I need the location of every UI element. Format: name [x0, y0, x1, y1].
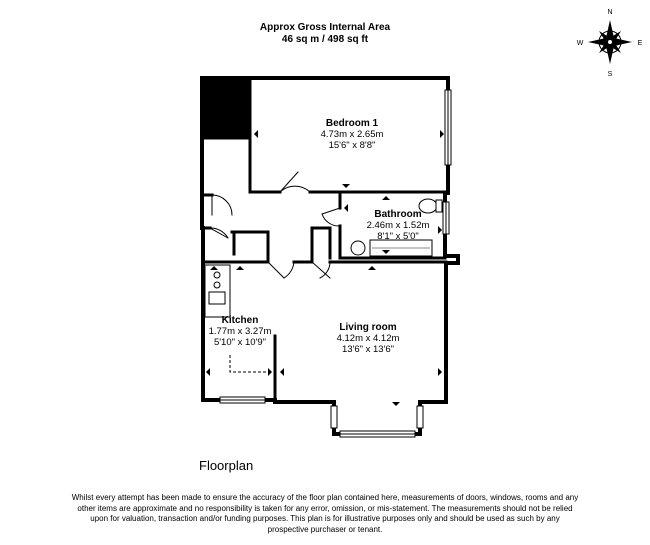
kitchen-name: Kitchen	[221, 315, 259, 326]
floorplan-caption: Floorplan	[199, 458, 254, 473]
living-name: Living room	[339, 322, 397, 333]
bedroom-metric: 4.73m x 2.65m	[320, 129, 384, 140]
bathroom-metric: 2.46m x 1.52m	[366, 220, 430, 231]
compass-icon: N S E W	[577, 9, 643, 78]
compass-n: N	[607, 9, 612, 16]
cupboard-wall	[200, 136, 252, 194]
window-bay-right	[416, 405, 424, 429]
door-swing-kitchen	[267, 261, 295, 279]
bathroom-imperial: 8'1" x 5'0"	[377, 231, 419, 242]
door-swing-cupboard	[211, 194, 233, 216]
door-swing-living	[311, 261, 331, 279]
bedroom-imperial: 15'6" x 8'8"	[328, 140, 376, 151]
door-swing-bathroom	[321, 207, 341, 227]
compass-s: S	[608, 71, 613, 78]
living-metric: 4.12m x 4.12m	[336, 333, 400, 344]
bedroom-name: Bedroom 1	[325, 118, 379, 129]
storage-block	[202, 78, 250, 138]
compass-arrow-n	[606, 20, 614, 38]
area-title: Approx Gross Internal Area	[259, 22, 391, 33]
compass-w: W	[577, 40, 584, 47]
area-summary: Approx Gross Internal Area 46 sq m / 498…	[0, 22, 650, 46]
kitchen-imperial: 5'10" x 10'9"	[213, 337, 267, 348]
compass-arrow-s	[606, 46, 614, 64]
living-imperial: 13'6" x 13'6"	[341, 344, 395, 355]
basin-icon	[350, 240, 366, 256]
room-label-kitchen: Kitchen 1.77m x 3.27m 5'10" x 10'9"	[200, 315, 280, 348]
hob-icon	[213, 271, 221, 279]
compass-arrow-e	[614, 38, 632, 46]
area-value: 46 sq m / 498 sq ft	[281, 34, 369, 45]
compass-arrow-w	[588, 38, 606, 46]
sink-icon	[208, 291, 226, 305]
door-swing-hall	[209, 227, 229, 239]
bathroom-name: Bathroom	[374, 209, 422, 220]
room-label-bathroom: Bathroom 2.46m x 1.52m 8'1" x 5'0"	[358, 209, 438, 242]
door-swing-bedroom	[279, 171, 311, 193]
room-label-bedroom: Bedroom 1 4.73m x 2.65m 15'6" x 8'8"	[292, 118, 412, 151]
window-bay-left	[330, 405, 338, 429]
disclaimer: Whilst every attempt has been made to en…	[71, 493, 579, 534]
bedroom-wall	[248, 76, 282, 194]
bathroom-wall	[338, 190, 447, 260]
compass-e: E	[638, 40, 643, 47]
kitchen-metric: 1.77m x 3.27m	[208, 326, 272, 337]
room-label-living: Living room 4.12m x 4.12m 13'6" x 13'6"	[318, 322, 418, 355]
